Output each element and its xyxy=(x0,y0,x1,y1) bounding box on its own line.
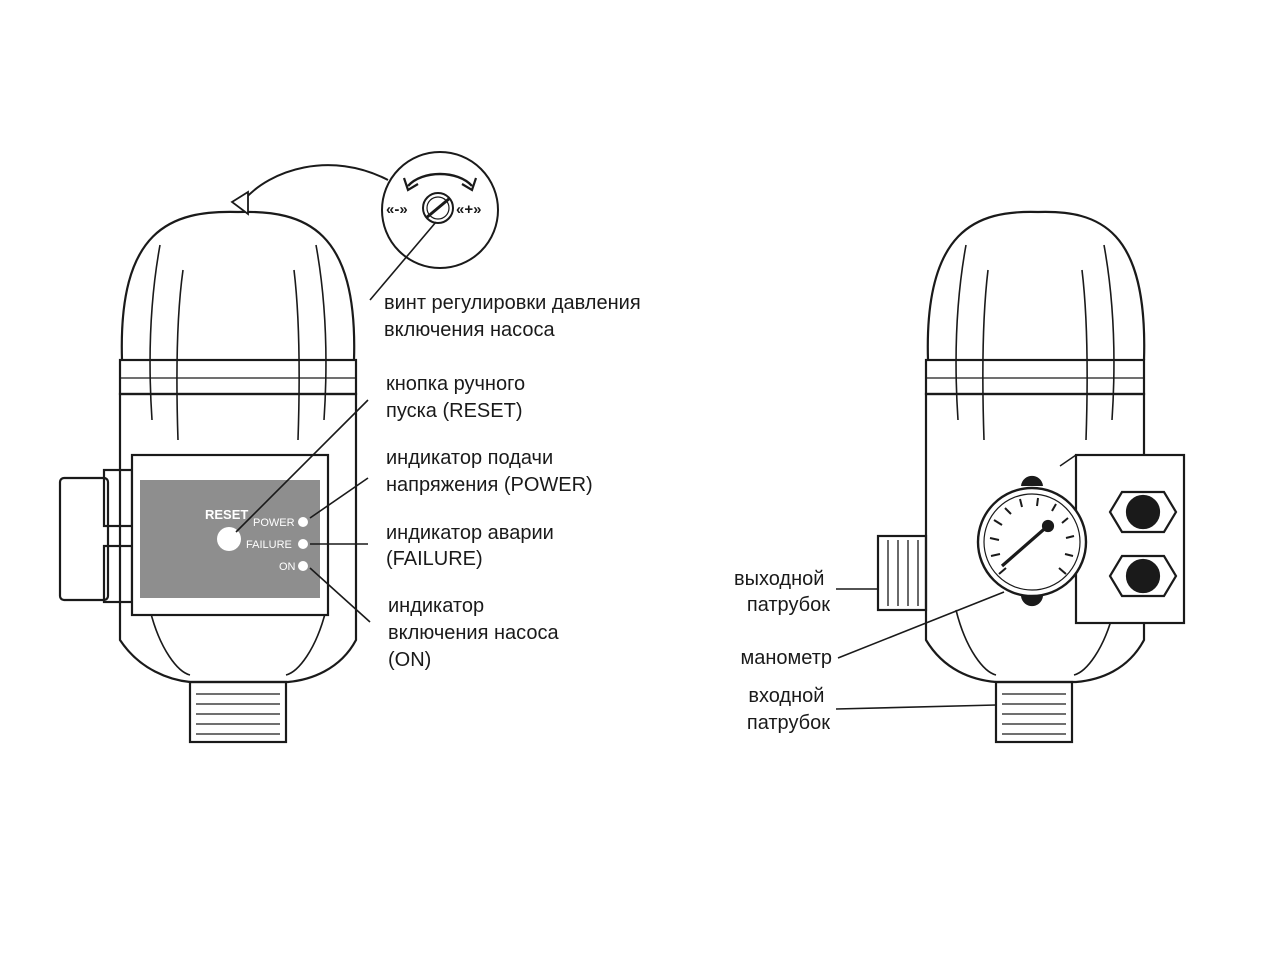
side-collar xyxy=(924,358,1146,396)
label-reset-button: кнопка ручного пуска (RESET) xyxy=(386,373,531,422)
rotation-arrow xyxy=(407,172,473,187)
cable-gland-top xyxy=(1108,490,1178,534)
side-view-device xyxy=(876,210,1186,744)
cable-gland-bottom xyxy=(1108,554,1178,598)
failure-led xyxy=(298,539,308,549)
magnify-circle xyxy=(381,151,499,269)
adjust-screw-callout xyxy=(230,151,499,269)
dial-minus-label: «-» xyxy=(386,201,408,218)
reset-button[interactable] xyxy=(217,527,241,551)
label-gauge: манометр xyxy=(740,647,832,669)
label-failure-indicator: индикатор аварии (FAILURE) xyxy=(386,522,559,570)
side-body xyxy=(924,392,1146,684)
label-outlet: выходной патрубок xyxy=(734,568,830,616)
label-on-indicator: индикатор включения насоса (ON) xyxy=(388,595,564,671)
label-power-indicator: индикатор подачи напряжения (POWER) xyxy=(386,447,593,496)
screw-head xyxy=(422,192,454,224)
side-leader-lines xyxy=(835,588,1005,710)
front-leader-lines xyxy=(235,221,437,623)
terminal-box xyxy=(1074,453,1186,625)
side-inlet-thread xyxy=(994,680,1074,744)
callout-arrow xyxy=(243,164,389,201)
front-collar xyxy=(118,358,358,396)
pressure-gauge xyxy=(976,475,1088,607)
panel-reset-label: RESET xyxy=(205,507,248,522)
panel-on-label: ON xyxy=(279,561,296,573)
panel-failure-label: FAILURE xyxy=(246,539,292,551)
panel-contents: RESET POWER FAILURE ON xyxy=(205,507,308,573)
dial-plus-label: «+» xyxy=(456,201,481,218)
panel-power-label: POWER xyxy=(253,517,295,529)
front-side-cap xyxy=(58,476,110,602)
label-screw: винт регулировки давления включения насо… xyxy=(384,292,646,341)
front-body xyxy=(118,392,358,684)
power-led xyxy=(298,517,308,527)
label-inlet: входной патрубок xyxy=(747,685,830,734)
front-dome xyxy=(120,210,356,361)
on-led xyxy=(298,561,308,571)
front-view-device xyxy=(58,210,358,744)
outlet-fitting xyxy=(876,534,928,612)
front-inlet-thread xyxy=(188,680,288,744)
side-dome xyxy=(926,210,1146,361)
